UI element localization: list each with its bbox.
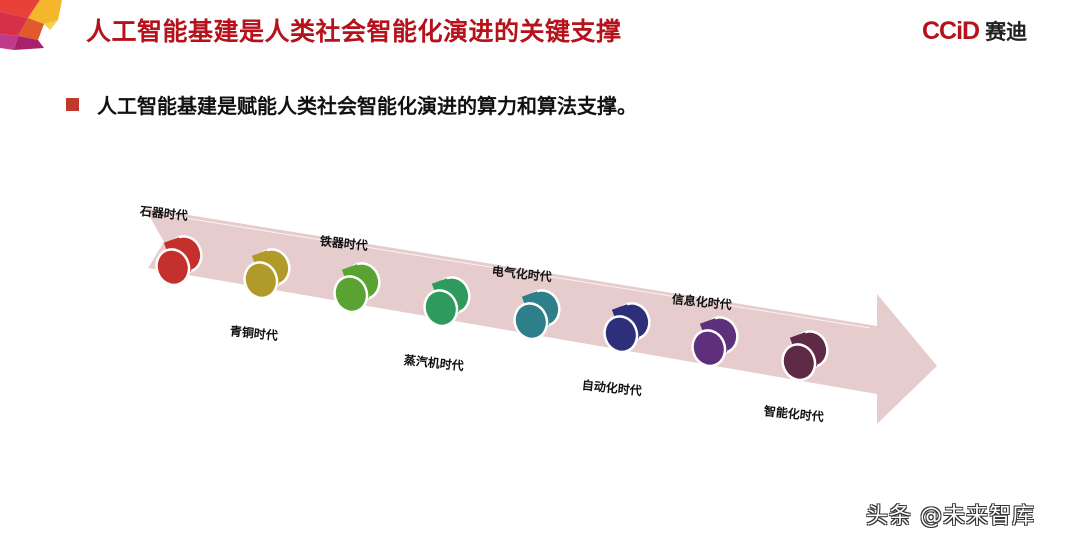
bullet-point: 人工智能基建是赋能人类社会智能化演进的算力和算法支撑。 xyxy=(66,90,637,119)
watermark: 头条 @未来智库 xyxy=(866,504,1035,529)
bullet-text: 人工智能基建是赋能人类社会智能化演进的算力和算法支撑。 xyxy=(97,94,637,118)
ccid-logo: CCiD 赛迪 xyxy=(922,16,1027,46)
page-title: 人工智能基建是人类社会智能化演进的关键支撑 xyxy=(86,17,622,46)
brand-mark: CCiD xyxy=(922,16,980,45)
brand-name: 赛迪 xyxy=(985,20,1028,44)
bullet-square-icon xyxy=(66,98,79,111)
corner-polygon-logo xyxy=(0,0,62,50)
